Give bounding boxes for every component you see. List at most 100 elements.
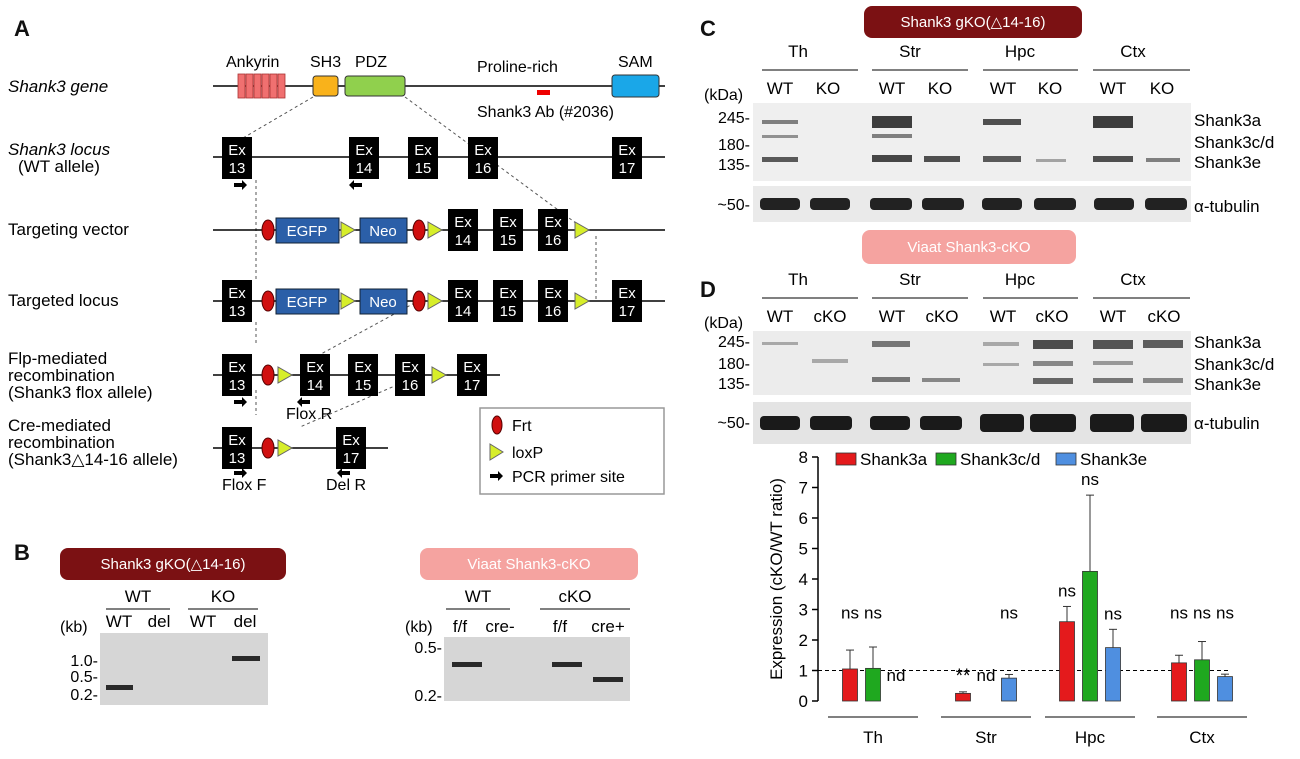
pdz-domain (344, 75, 406, 97)
primer-arrow-icon (234, 180, 247, 190)
svg-text:14: 14 (307, 377, 324, 394)
loxp-site-icon (277, 366, 294, 384)
svg-text:17: 17 (619, 160, 636, 177)
loxp-site-icon (427, 221, 444, 239)
band-label: Shank3a (1194, 333, 1262, 352)
y-tick-label: 7 (799, 479, 808, 498)
svg-text:14: 14 (455, 232, 472, 249)
svg-text:14: 14 (356, 160, 373, 177)
primer-arrow-icon (297, 397, 310, 407)
panel-d-blot: Th Str Hpc Ctx (kDa) WT cKO WT cKO WT cK… (704, 270, 1274, 444)
loxp-site-icon (277, 439, 294, 457)
region-label: Th (788, 270, 808, 289)
panel-a-diagram: Shank3 gene Shank3 locus (WT allele) Tar… (8, 54, 665, 495)
significance-label: nd (887, 666, 906, 685)
y-tick-label: 8 (799, 448, 808, 467)
loxp-site-icon (574, 221, 591, 239)
panel-c-title-badge: Shank3 gKO(△14-16) (864, 6, 1082, 38)
exon-label: Ex (454, 214, 472, 231)
kda-marker: ~50- (718, 415, 750, 432)
x-category-label: Str (975, 728, 997, 747)
region-label: Hpc (1005, 270, 1036, 289)
domain-sh3: SH3 (310, 54, 341, 71)
svg-text:16: 16 (475, 160, 492, 177)
genotype-label: WT (990, 307, 1016, 326)
panel-b-gels: WT KO (kb) WT del WT del 1.0- 0.5- 0.2- … (60, 587, 630, 705)
kda-marker: 180- (718, 137, 750, 154)
domain-pdz: PDZ (355, 54, 387, 71)
gko-group-wt: WT (125, 587, 151, 606)
ankyrin-repeats (237, 73, 286, 99)
primer-flox-f: Flox F (222, 477, 267, 494)
legend-label: Shank3a (860, 450, 928, 469)
genotype-label: cKO (813, 307, 846, 326)
exon-label: Ex (618, 142, 636, 159)
gko-unit: (kb) (60, 619, 88, 636)
region-label: Ctx (1120, 42, 1146, 61)
svg-text:14: 14 (455, 303, 472, 320)
legend-label: Shank3e (1080, 450, 1147, 469)
genotype-label: WT (990, 79, 1016, 98)
svg-text:15: 15 (355, 377, 372, 394)
row-label-cre-3: (Shank3△14-16 allele) (8, 450, 178, 469)
gko-marker: 0.2- (70, 687, 98, 704)
gko-lane-label: del (234, 612, 257, 631)
row-label-targeting-vector: Targeting vector (8, 220, 129, 239)
gko-marker: 1.0- (70, 653, 98, 670)
antibody-epitope (537, 90, 550, 95)
genotype-label: cKO (1035, 307, 1068, 326)
exon-label: Ex (463, 359, 481, 376)
bar (1105, 647, 1121, 702)
cko-lane-label: cre- (485, 617, 514, 636)
row-label-flp-2: recombination (8, 366, 115, 385)
exon-label: Ex (414, 142, 432, 159)
y-axis-label: Expression (cKO/WT ratio) (767, 478, 786, 680)
egfp-label: EGFP (287, 294, 328, 311)
svg-text:16: 16 (402, 377, 419, 394)
row-label-gene: Shank3 gene (8, 77, 108, 96)
kda-unit: (kDa) (704, 315, 743, 332)
bar (865, 667, 881, 702)
gko-lane-label: WT (190, 612, 216, 631)
loxp-site-icon (340, 221, 357, 239)
band-label: Shank3e (1194, 375, 1261, 394)
cko-group-cko: cKO (558, 587, 591, 606)
genotype-label: WT (879, 307, 905, 326)
significance-label: nd (977, 666, 996, 685)
row-label-locus-allele: (WT allele) (18, 157, 100, 176)
frt-site-icon (412, 219, 426, 241)
primer-del-r: Del R (326, 477, 366, 494)
gko-title-badge: Shank3 gKO(△14-16) (60, 548, 286, 580)
y-tick-label: 1 (799, 662, 808, 681)
panel-label-a: A (14, 16, 30, 41)
antibody-label: Shank3 Ab (#2036) (477, 104, 614, 121)
genotype-label: KO (1150, 79, 1175, 98)
gko-marker: 0.5- (70, 669, 98, 686)
genotype-label: WT (879, 79, 905, 98)
bar (1217, 676, 1233, 702)
gel-band (106, 685, 133, 690)
row-label-flp-3: (Shank3 flox allele) (8, 383, 153, 402)
svg-text:15: 15 (500, 232, 517, 249)
row-label-flp-1: Flp-mediated (8, 349, 107, 368)
kda-unit: (kDa) (704, 87, 743, 104)
primer-arrow-icon (234, 397, 247, 407)
exon-label: Ex (306, 359, 324, 376)
legend-primer: PCR primer site (512, 469, 625, 486)
cko-group-wt: WT (465, 587, 491, 606)
blot-membrane (753, 103, 1191, 181)
panel-c-blot: Th Str Hpc Ctx (kDa) WT KO WT KO WT KO W… (704, 42, 1274, 222)
frt-site-icon (261, 364, 275, 386)
neo-label: Neo (369, 294, 397, 311)
loxp-site-icon (340, 292, 357, 310)
row-label-cre-1: Cre-mediated (8, 416, 111, 435)
row-label-targeted-locus: Targeted locus (8, 291, 119, 310)
bar (1001, 677, 1017, 702)
x-category-label: Th (863, 728, 883, 747)
bar (1059, 621, 1075, 702)
loxp-site-icon (427, 292, 444, 310)
exon-label: Ex (499, 285, 517, 302)
exon-label: Ex (454, 285, 472, 302)
cko-lane-label: cre+ (591, 617, 625, 636)
genotype-label: WT (1100, 307, 1126, 326)
